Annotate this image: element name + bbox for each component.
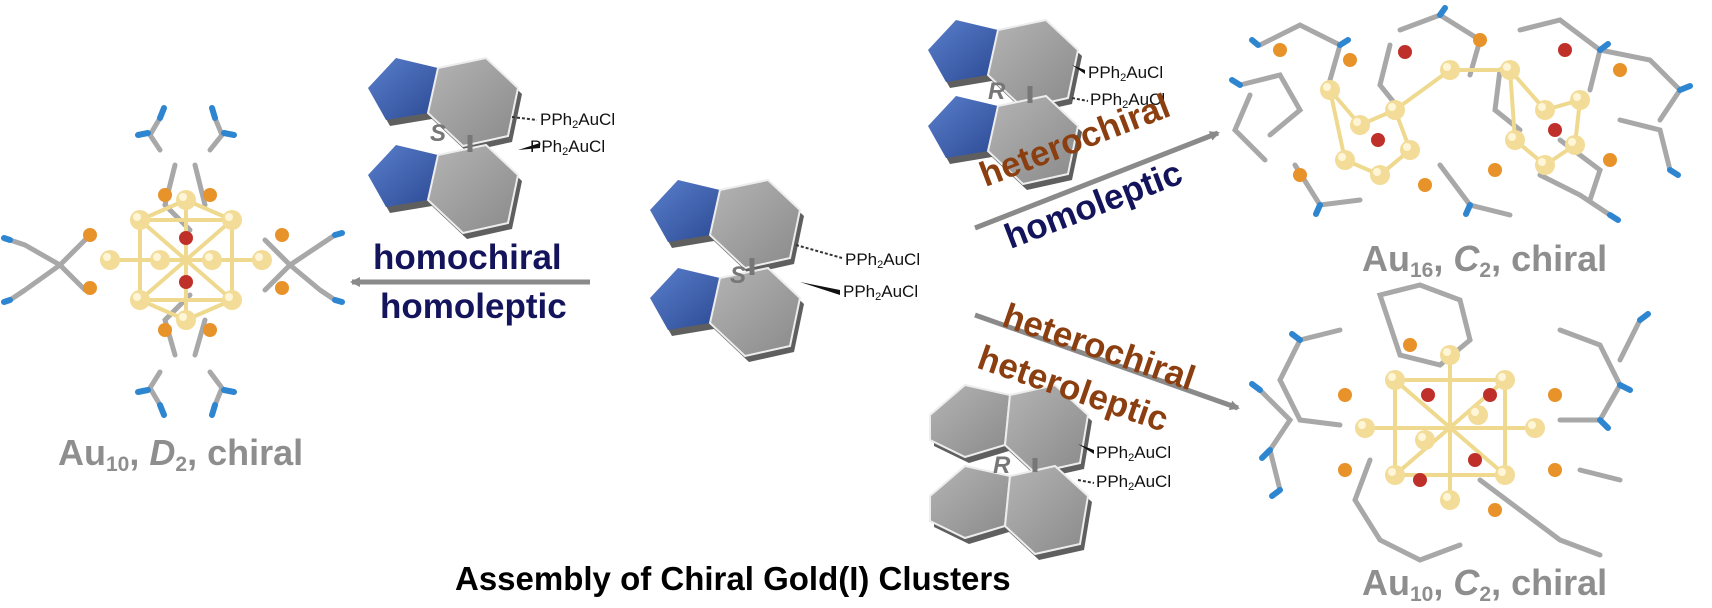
structure-au10-d2: [1, 105, 345, 418]
substituent-label: PPh2AuCl: [1090, 90, 1166, 111]
config-label-r-naphthyl: R: [993, 452, 1011, 479]
figure-title: Assembly of Chiral Gold(I) Clusters: [455, 560, 1011, 597]
substituent-label: PPh2AuCl: [1096, 443, 1172, 464]
structure-au16-c2: [1229, 5, 1693, 223]
config-label-r-top: R: [988, 78, 1006, 105]
arrow-upper-right: [974, 130, 1220, 231]
cluster-label-au10-d2: Au10, D2, chiral: [58, 432, 304, 476]
substituent-label: PPh2AuCl: [1096, 472, 1172, 493]
substituent-label: PPh2AuCl: [1088, 63, 1164, 84]
arrow-lower-right: [974, 312, 1240, 411]
reaction-left-top: homochiral: [373, 238, 562, 277]
structure-au10-c2: [1249, 282, 1651, 563]
ligand-s-top-left: [367, 57, 540, 240]
substituent-label: PPh2AuCl: [845, 250, 921, 271]
config-label-s-center: S: [730, 262, 747, 289]
substituent-label: PPh2AuCl: [843, 282, 919, 303]
cluster-label-au10-c2: Au10, C2, chiral: [1362, 562, 1608, 606]
ligand-r-naphthyl: [929, 384, 1095, 561]
cluster-label-au16-c2: Au16, C2, chiral: [1362, 238, 1608, 282]
substituent-label: PPh2AuCl: [540, 110, 616, 131]
substituent-label: PPh2AuCl: [530, 137, 606, 158]
config-label-s-top: S: [430, 120, 447, 147]
reaction-left-bottom: homoleptic: [380, 287, 567, 326]
ligand-s-center: [649, 179, 843, 363]
ligand-r-top-right: [927, 19, 1089, 191]
